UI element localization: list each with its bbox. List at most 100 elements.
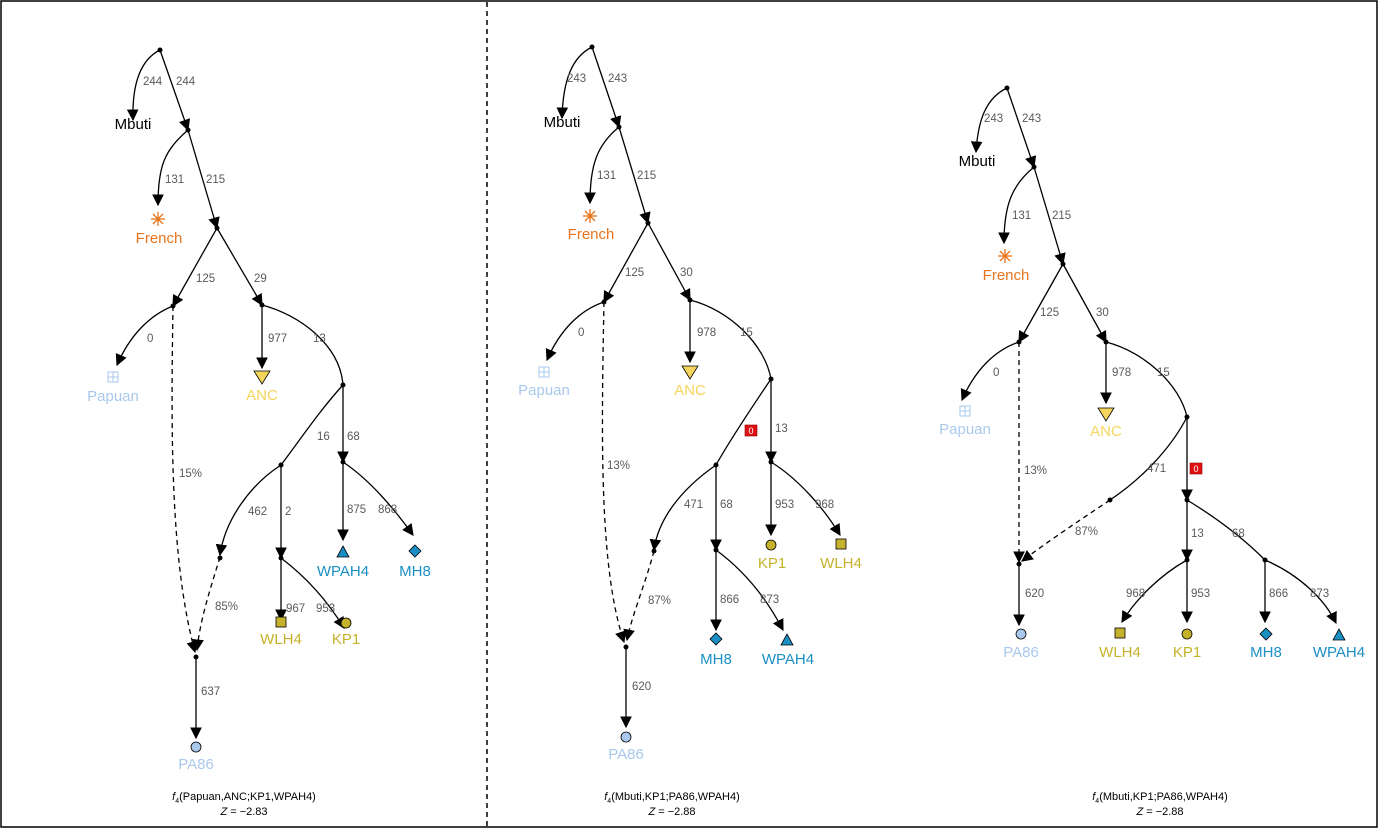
junction: [768, 459, 774, 465]
junction: [768, 376, 774, 382]
population-label: KP1: [758, 555, 786, 572]
population-label: French: [983, 267, 1030, 284]
edge-n5-n6: [280, 384, 344, 466]
circle-icon: [340, 617, 352, 629]
edge-label: 15: [740, 327, 753, 339]
junction: [217, 555, 223, 561]
edge-n2-n4: [1062, 263, 1107, 344]
edge-label: 13: [313, 333, 326, 345]
junction: [157, 47, 163, 53]
population-label: Mbuti: [959, 153, 996, 170]
edge-n7-wlh4: [770, 461, 841, 537]
edge-n2-n3: [172, 227, 218, 308]
outlier-badge-label: 0: [748, 426, 753, 436]
boxed-plus-icon: [959, 405, 971, 417]
junction: [1107, 497, 1113, 503]
junction: [1184, 497, 1190, 503]
edge-label: 244: [143, 76, 163, 88]
population-label: WPAH4: [317, 563, 369, 580]
edge-n4-n5: [1105, 341, 1188, 418]
junction: [651, 548, 657, 554]
junction: [1184, 557, 1190, 563]
edge-label: 471: [1147, 463, 1166, 475]
edge-label: 873: [1310, 588, 1329, 600]
edge-label: 30: [1096, 307, 1109, 319]
edge-label: 0: [147, 333, 153, 345]
down-triangle-icon: [253, 370, 271, 385]
edge-label: 868: [378, 504, 397, 516]
edge-label: 866: [720, 594, 739, 606]
junction: [1016, 339, 1022, 345]
edge-label: 471: [684, 499, 703, 511]
edge-n1-french: [152, 129, 189, 207]
edge-label: 68: [720, 499, 733, 511]
junction: [1262, 557, 1268, 563]
admixture-label: 13%: [1024, 465, 1047, 477]
junction: [278, 462, 284, 468]
edge-label: 866: [1269, 588, 1288, 600]
edge-n1-n2: [187, 129, 220, 230]
population-label: PA86: [608, 746, 644, 763]
edge-n4-n5: [689, 299, 772, 380]
junction: [340, 459, 346, 465]
admixture-label: 87%: [1075, 526, 1098, 538]
edge-label: 2: [285, 506, 291, 518]
population-label: ANC: [246, 387, 278, 404]
edge-label: 620: [1025, 588, 1044, 600]
edge-n6-n8: [215, 464, 282, 557]
junction: [259, 302, 265, 308]
edge-label: 30: [680, 267, 693, 279]
edge-n5-n6: [715, 378, 772, 466]
admixture-label: 13%: [607, 460, 630, 472]
edge-n1-french: [584, 126, 620, 205]
edge-label: 968: [1126, 588, 1145, 600]
junction: [687, 297, 693, 303]
diamond-icon: [709, 632, 723, 646]
edge-label: 125: [625, 267, 644, 279]
junction: [340, 382, 346, 388]
edge-label: 967: [286, 603, 305, 615]
edge-n9-wpah4: [715, 549, 784, 632]
edge-label: 620: [632, 681, 651, 693]
junction: [1016, 561, 1022, 567]
population-label: ANC: [674, 382, 706, 399]
population-label: MH8: [399, 563, 431, 580]
edge-n8-wlh4: [1121, 559, 1188, 624]
panel-3: 243 243 131 215 125 30 0 978 15 471 13 6…: [939, 85, 1365, 818]
edge-n2-n3: [1018, 263, 1064, 344]
junction: [713, 462, 719, 468]
edge-label: 978: [1112, 367, 1131, 379]
edge-label: 125: [1040, 307, 1059, 319]
asterisk-icon: [583, 209, 597, 223]
edge-n7-n9: [1186, 499, 1266, 561]
edge-label: 13: [775, 423, 788, 435]
edge-label: 953: [316, 603, 335, 615]
admix-edge-right: [192, 556, 221, 652]
up-triangle-icon: [1332, 628, 1346, 641]
edge-n6-n8: [649, 464, 717, 552]
population-label: MH8: [1250, 644, 1282, 661]
population-label: Mbuti: [544, 114, 581, 131]
panel-caption-f4: f4(Papuan,ANC;KP1,WPAH4): [172, 791, 316, 805]
population-label: Papuan: [939, 421, 991, 438]
edge-n3-papuan: [545, 301, 605, 362]
population-label: Mbuti: [115, 116, 152, 133]
down-triangle-icon: [1097, 407, 1115, 422]
population-label: WLH4: [820, 555, 862, 572]
panel-2: 243 243 131 215 125 30 0 978 15 13 953 9…: [518, 44, 862, 818]
edge-label: 243: [608, 73, 627, 85]
diamond-icon: [408, 544, 422, 558]
edge-label: 637: [201, 686, 220, 698]
panel-caption-z: Z = −2.83: [219, 806, 267, 818]
edge-n2-n3: [603, 222, 649, 304]
edge-label: 953: [1191, 588, 1210, 600]
population-label: ANC: [1090, 423, 1122, 440]
admix-edge-left: [171, 305, 198, 654]
junction: [713, 547, 719, 553]
junction: [616, 124, 622, 130]
population-label: WLH4: [260, 631, 302, 648]
up-triangle-icon: [780, 633, 794, 646]
junction: [1103, 339, 1109, 345]
